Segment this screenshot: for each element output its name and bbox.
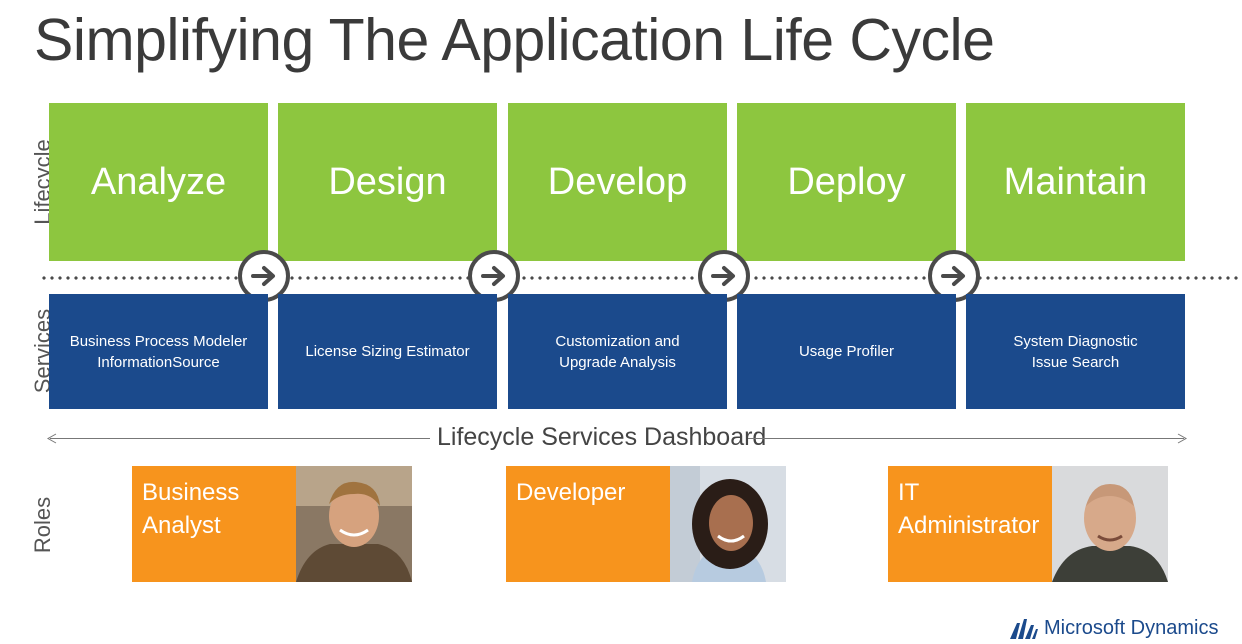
it-administrator-photo	[1052, 466, 1168, 582]
service-design: License Sizing Estimator	[278, 294, 497, 409]
page-title: Simplifying The Application Life Cycle	[34, 7, 995, 73]
microsoft-dynamics-logo-icon	[1010, 618, 1038, 639]
role-label: IT Administrator	[898, 479, 1040, 539]
business-analyst-photo	[296, 466, 412, 582]
service-develop: Customization and Upgrade Analysis	[508, 294, 727, 409]
phase-analyze: Analyze	[49, 103, 268, 261]
roles-row-label: Roles	[30, 496, 55, 554]
dashboard-arrow-right-line	[748, 438, 1184, 439]
service-analyze: Business Process Modeler InformationSour…	[49, 294, 268, 409]
logo-text: Microsoft Dynamics	[1044, 617, 1219, 639]
dashboard-label: Lifecycle Services Dashboard	[437, 423, 767, 451]
arrow-right-icon	[1177, 433, 1188, 444]
service-maintain: System Diagnostic Issue Search	[966, 294, 1185, 409]
role-label: Developer	[516, 479, 626, 506]
dotted-connector-line	[40, 276, 1242, 280]
phase-develop: Develop	[508, 103, 727, 261]
arrow-left-icon	[46, 433, 57, 444]
arrow-right-icon	[238, 250, 290, 302]
role-label: Business Analyst	[142, 479, 240, 539]
microsoft-dynamics-logo: Microsoft Dynamics	[1010, 617, 1218, 640]
dashboard-arrow-left-line	[50, 438, 430, 439]
phase-design: Design	[278, 103, 497, 261]
phase-deploy: Deploy	[737, 103, 956, 261]
service-deploy: Usage Profiler	[737, 294, 956, 409]
role-developer: Developer	[506, 466, 786, 582]
role-business-analyst: Business Analyst	[132, 466, 412, 582]
phase-maintain: Maintain	[966, 103, 1185, 261]
developer-photo	[670, 466, 786, 582]
role-it-administrator: IT Administrator	[888, 466, 1168, 582]
